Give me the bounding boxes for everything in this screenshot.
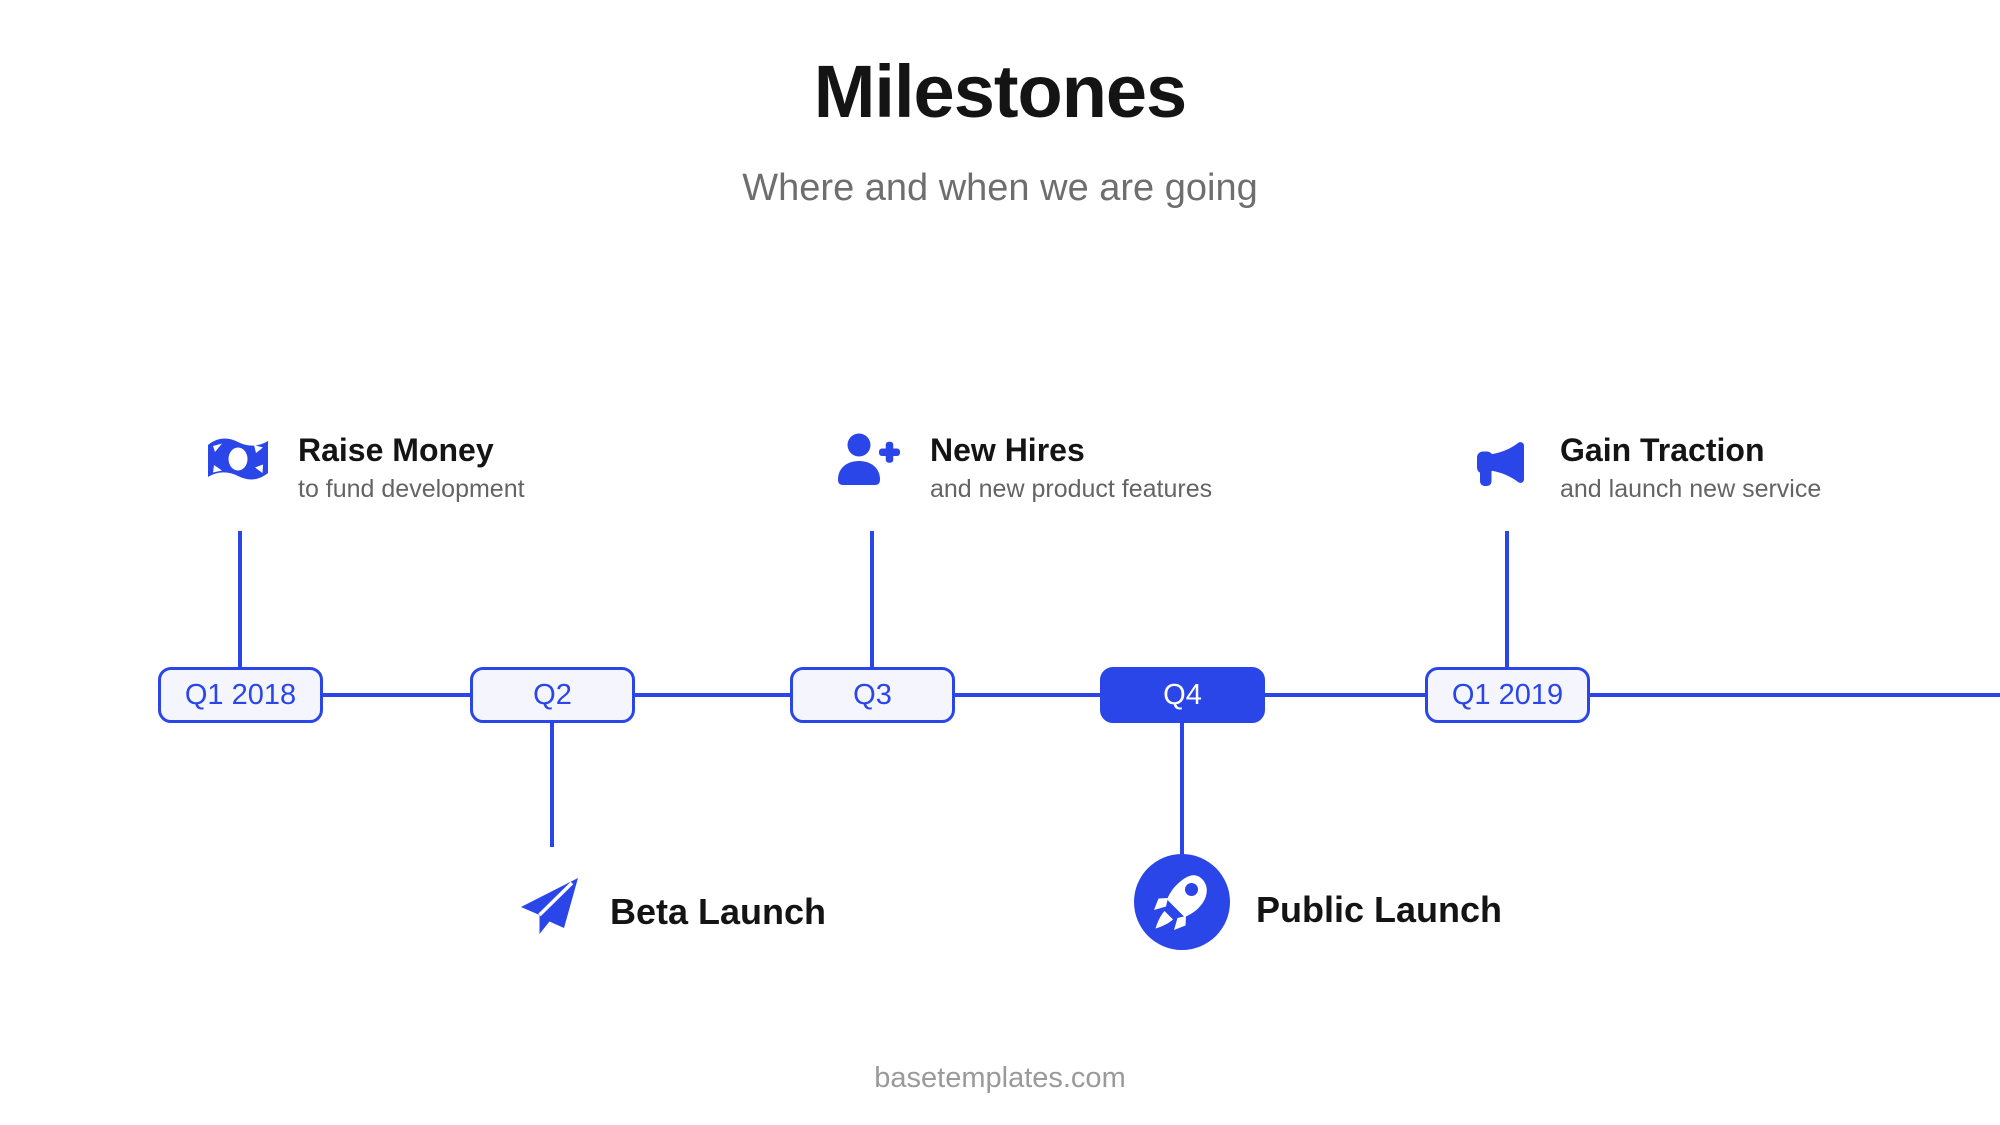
milestone-public-launch: Public Launch (1256, 889, 1503, 930)
paper-plane-icon (518, 874, 582, 938)
quarter-box-q3: Q3 (790, 667, 955, 723)
rocket-icon (1134, 854, 1230, 950)
connector-q1-2018-up (238, 531, 242, 667)
milestone-title: New Hires (930, 432, 1085, 468)
milestone-title: Raise Money (298, 432, 494, 468)
connector-q4-down (1180, 723, 1184, 856)
user-plus-icon (836, 432, 900, 486)
page-subtitle: Where and when we are going (742, 167, 1258, 209)
milestone-subtitle: and launch new service (1560, 475, 1822, 503)
quarter-box-q4: Q4 (1100, 667, 1265, 723)
footer-watermark: basetemplates.com (874, 1062, 1126, 1094)
connector-q2-down (550, 723, 554, 847)
quarter-box-q1-2018: Q1 2018 (158, 667, 323, 723)
milestone-raise-money: Raise Money to fund development (298, 430, 525, 506)
milestone-new-hires: New Hires and new product features (930, 430, 1212, 506)
quarter-box-q1-2019: Q1 2019 (1425, 667, 1590, 723)
milestone-subtitle: to fund development (298, 475, 525, 503)
milestone-gain-traction: Gain Traction and launch new service (1560, 430, 1821, 506)
quarter-box-q2: Q2 (470, 667, 635, 723)
milestone-title: Gain Traction (1560, 432, 1765, 468)
connector-q3-up (870, 531, 874, 667)
connector-q1-2019-up (1505, 531, 1509, 667)
milestone-subtitle: and new product features (930, 475, 1213, 503)
megaphone-icon (1475, 438, 1537, 490)
milestone-beta-launch: Beta Launch (610, 891, 827, 932)
page-title: Milestones (813, 50, 1187, 133)
money-bill-icon (205, 434, 271, 484)
